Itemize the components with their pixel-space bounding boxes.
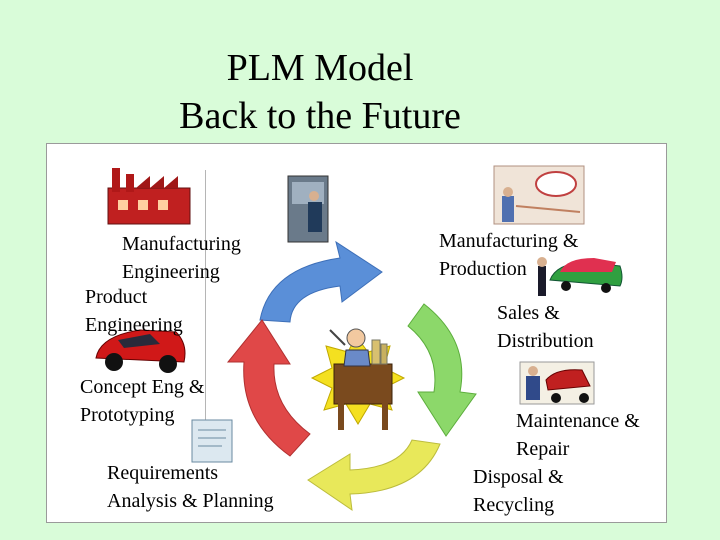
arrow-blue (259, 240, 383, 323)
arrow-yellow (307, 439, 441, 512)
arrow-red (226, 319, 311, 457)
worker-photo-icon (287, 175, 329, 243)
factory-icon (107, 168, 191, 225)
label-concept-engineering: Concept Eng & Prototyping (80, 376, 205, 426)
label-manufacturing-production: Manufacturing & Production (439, 230, 579, 280)
label-sales-distribution: Sales & Distribution (497, 302, 594, 352)
label-product-engineering: Product Engineering (85, 286, 183, 336)
sports-car-icon (95, 329, 186, 373)
scroll-document-icon (191, 419, 233, 463)
cars-dealer-icon (537, 257, 623, 296)
guide-line (205, 170, 206, 420)
label-requirements: Requirements Analysis & Planning (107, 462, 274, 512)
title-line-1: PLM Model (226, 47, 414, 89)
title-line-2: Back to the Future (179, 95, 461, 137)
thinker-at-desk-icon (329, 328, 393, 430)
label-disposal-recycling: Disposal & Recycling (473, 466, 564, 516)
label-maintenance-repair: Maintenance & Repair (516, 410, 640, 460)
arrow-green (407, 303, 477, 437)
page-title: PLM Model Back to the Future (0, 44, 640, 140)
label-manufacturing-engineering: Manufacturing Engineering (122, 233, 241, 283)
factory-assembly-icon (493, 165, 585, 225)
mechanic-repair-icon (519, 361, 595, 405)
